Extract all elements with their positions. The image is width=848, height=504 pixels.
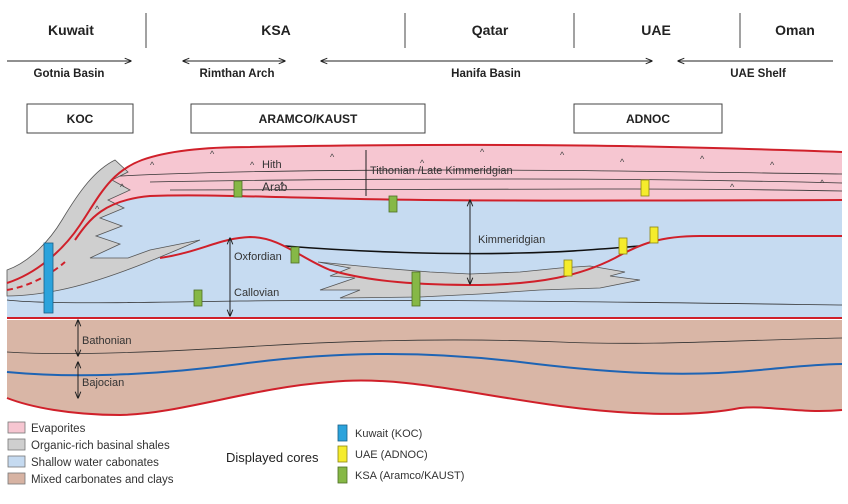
core-marker-ksa (412, 272, 420, 306)
stage-kimmeridgian: Kimmeridgian (478, 234, 545, 246)
stage-callovian: Callovian (234, 287, 279, 299)
facies-legend: Evaporites Organic-rich basinal shales S… (8, 422, 174, 486)
legend-swatch-shales (8, 439, 25, 450)
company-aramco: ARAMCO/KAUST (259, 112, 358, 126)
core-marker-uae (564, 260, 572, 276)
legend-label-mixed: Mixed carbonates and clays (31, 474, 174, 486)
formation-arab: Arab (262, 180, 288, 194)
cores-legend: Displayed cores Kuwait (KOC) UAE (ADNOC)… (226, 425, 464, 483)
basin-hanifa: Hanifa Basin (451, 68, 521, 80)
country-qatar: Qatar (472, 22, 509, 38)
country-header: Kuwait KSA Qatar UAE Oman (48, 13, 815, 48)
cross-section: ^^^ ^^^ ^^^ ^^^ ^^^ (7, 145, 842, 415)
core-marker-uae (641, 180, 649, 196)
legend-label-carbonates: Shallow water cabonates (31, 457, 159, 469)
core-marker-ksa (194, 290, 202, 306)
core-marker-ksa (291, 247, 299, 263)
country-ksa: KSA (261, 22, 291, 38)
legend-swatch-uae (338, 446, 347, 462)
stage-tithonian: Tithonian /Late Kimmeridgian (370, 165, 513, 177)
legend-label-shales: Organic-rich basinal shales (31, 440, 170, 452)
country-uae: UAE (641, 22, 671, 38)
legend-label-evaporites: Evaporites (31, 423, 86, 435)
core-marker-uae (619, 238, 627, 254)
stage-oxfordian: Oxfordian (234, 251, 282, 263)
legend-swatch-ksa (338, 467, 347, 483)
core-marker-ksa (234, 181, 242, 197)
mixed-carbonates-layer (7, 320, 842, 415)
country-oman: Oman (775, 22, 815, 38)
core-marker-kuwait (44, 243, 53, 313)
legend-swatch-carbonates (8, 456, 25, 467)
formation-hith: Hith (262, 159, 282, 171)
legend-swatch-evaporites (8, 422, 25, 433)
legend-label-uae: UAE (ADNOC) (355, 449, 428, 461)
basin-uae-shelf: UAE Shelf (730, 68, 786, 80)
cores-legend-title: Displayed cores (226, 450, 319, 465)
legend-label-kuwait: Kuwait (KOC) (355, 428, 422, 440)
basin-header: Gotnia Basin Rimthan Arch Hanifa Basin U… (7, 61, 833, 80)
legend-label-ksa: KSA (Aramco/KAUST) (355, 470, 464, 482)
company-koc: KOC (67, 112, 94, 126)
basin-rimthan: Rimthan Arch (200, 68, 275, 80)
basin-gotnia: Gotnia Basin (34, 68, 105, 80)
legend-swatch-mixed (8, 473, 25, 484)
company-adnoc: ADNOC (626, 112, 670, 126)
legend-swatch-kuwait (338, 425, 347, 441)
stage-bathonian: Bathonian (82, 335, 132, 347)
stage-bajocian: Bajocian (82, 377, 124, 389)
company-boxes: KOC ARAMCO/KAUST ADNOC (27, 104, 722, 133)
country-kuwait: Kuwait (48, 22, 94, 38)
core-marker-ksa (389, 196, 397, 212)
core-marker-uae (650, 227, 658, 243)
